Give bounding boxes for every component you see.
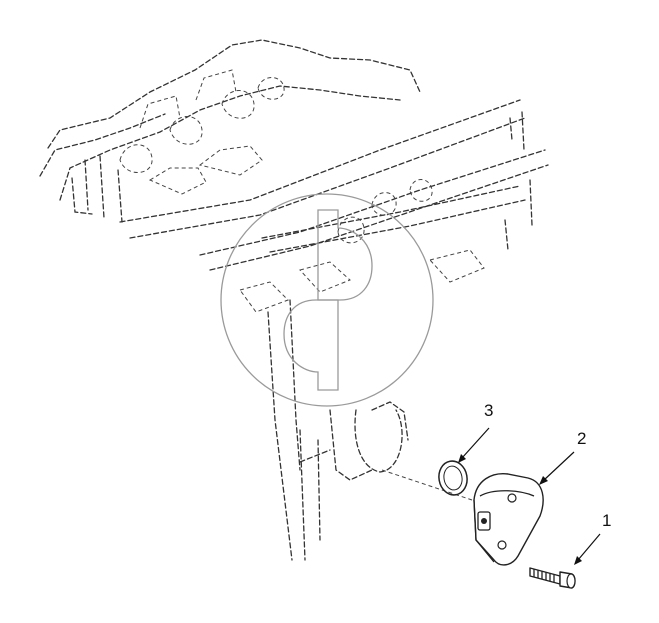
callout-number-2: 2 <box>577 429 586 448</box>
capscrew-part <box>529 567 576 589</box>
callout-number-3: 3 <box>484 401 493 420</box>
engine-block-phantom <box>39 39 549 561</box>
callout-number-1: 1 <box>602 511 611 530</box>
callout-leaders <box>458 427 601 565</box>
circle-logo-watermark <box>220 193 434 407</box>
o-ring-part <box>438 460 468 496</box>
cover-part <box>473 473 544 566</box>
